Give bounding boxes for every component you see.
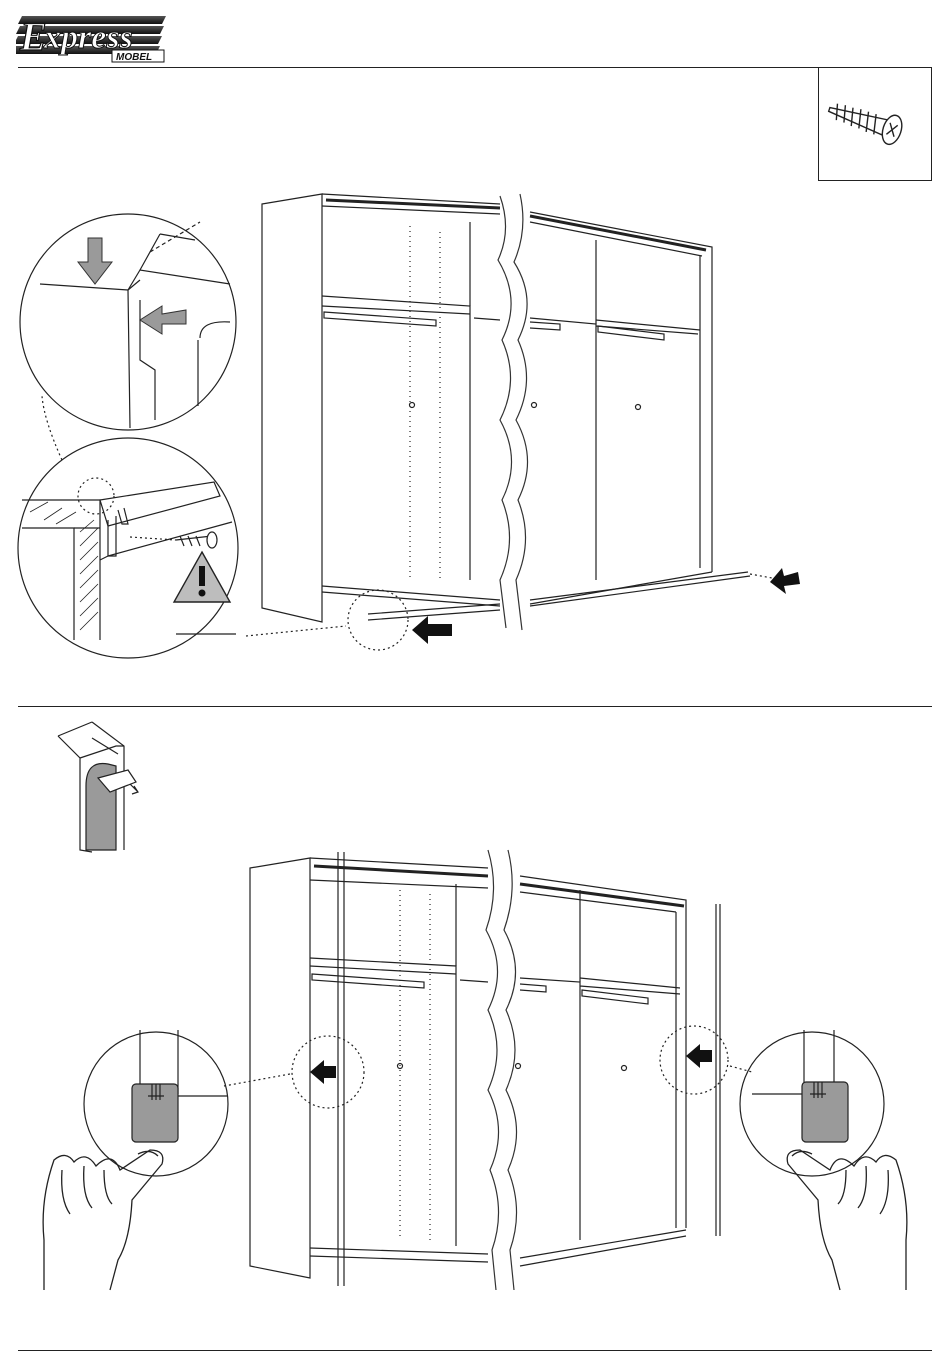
detail-circle-left [84, 1030, 364, 1176]
wardrobe-top [262, 194, 772, 622]
detail-circle-right [660, 1026, 884, 1176]
peel-tape-icon [58, 722, 138, 852]
hand-icon [43, 1150, 907, 1290]
detail-circle-rail [18, 438, 238, 658]
logo-sub: MOBEL [116, 52, 152, 63]
detail-circle-corner [20, 214, 236, 430]
brand-logo: E xpress MOBEL [16, 6, 172, 64]
bottom-divider [18, 1350, 932, 1351]
warning-triangle-icon [174, 552, 230, 602]
logo-initial: E [19, 14, 47, 59]
step-panel-top [0, 68, 950, 706]
step-panel-bottom [0, 707, 950, 1350]
break-line [498, 196, 512, 628]
